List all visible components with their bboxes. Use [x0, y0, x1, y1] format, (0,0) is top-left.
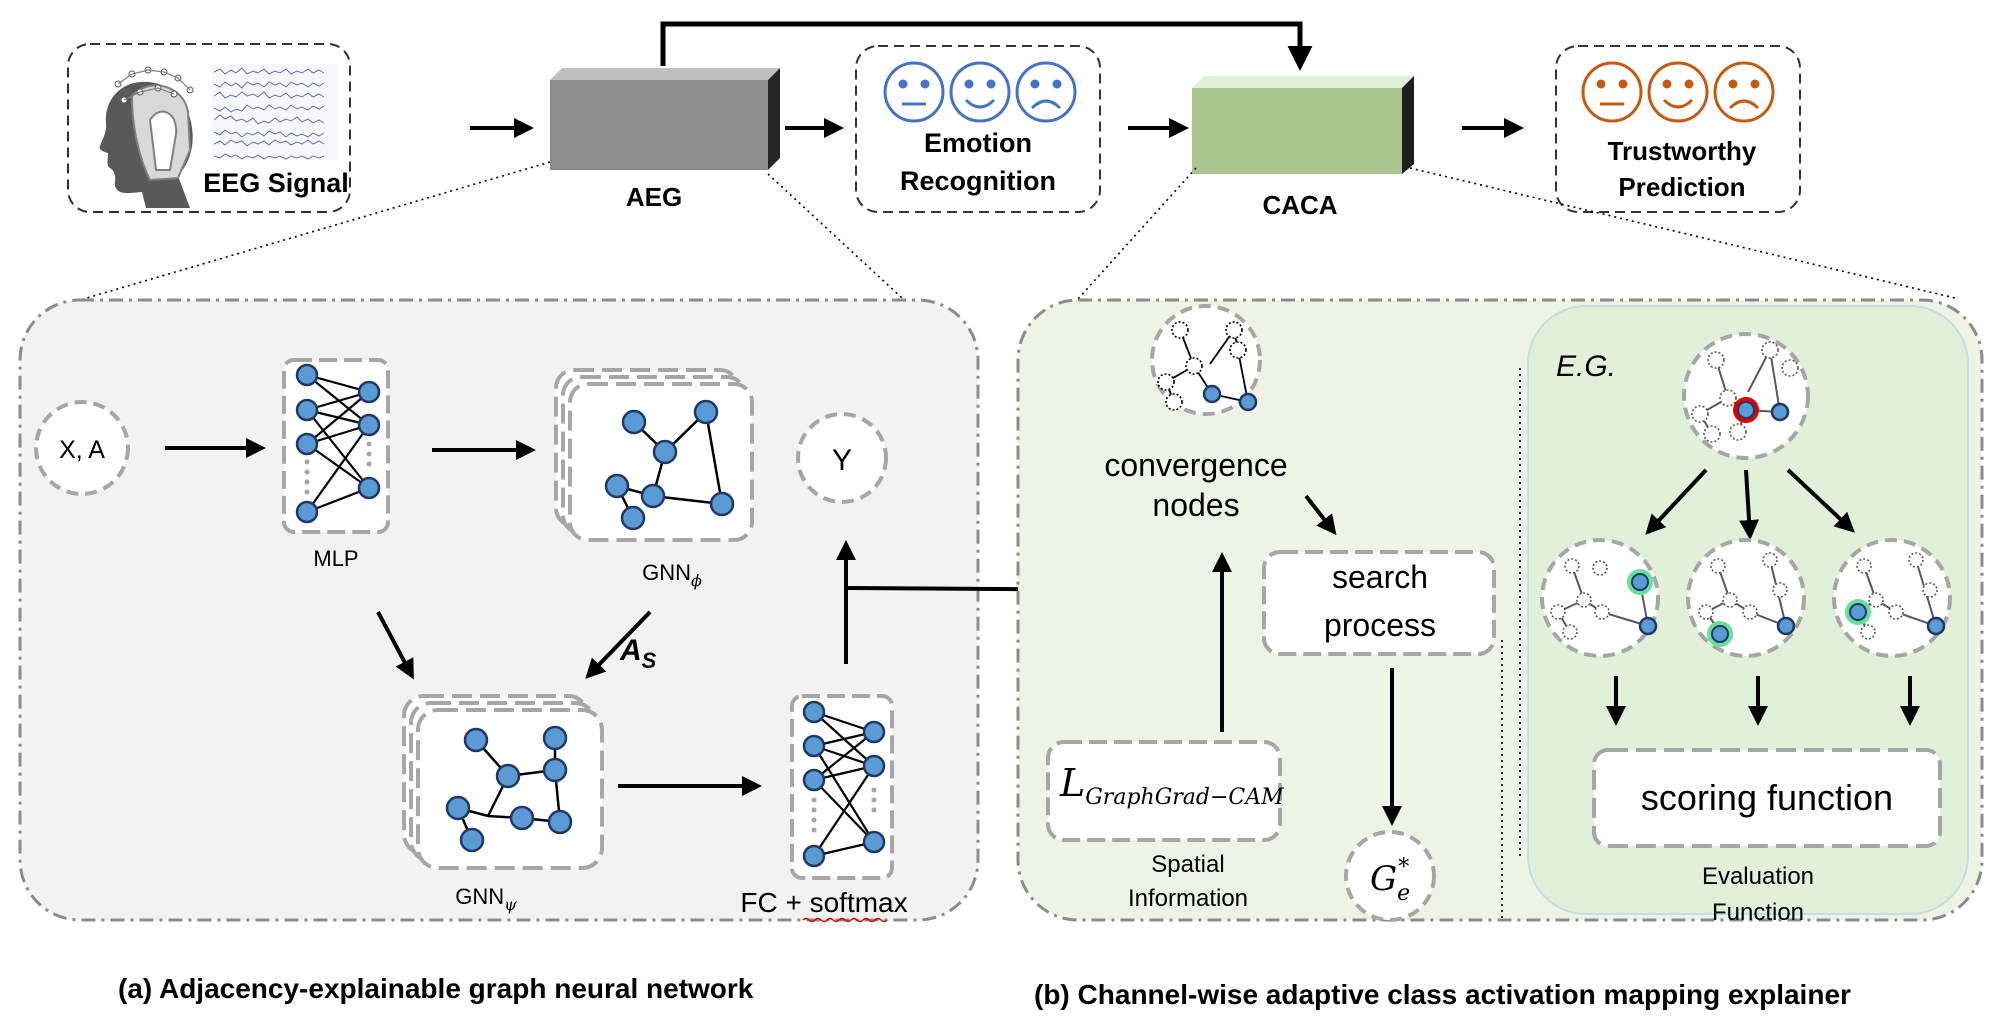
scoring-label: scoring function [1641, 777, 1893, 818]
gnn-psi-block: GNNψ [402, 694, 604, 914]
emotion-label-line2: Recognition [900, 166, 1056, 196]
output-node-y: Y [796, 412, 888, 504]
search-process-box: search process [1262, 550, 1496, 656]
candidate-graph-2 [1686, 538, 1806, 658]
aeg-label: AEG [626, 182, 682, 212]
arrow-example-middle [1739, 469, 1760, 540]
trust-label-line1: Trustworthy [1608, 136, 1757, 166]
emotion-label-line1: Emotion [924, 128, 1032, 158]
eeg-signal-label: EEG Signal [203, 168, 349, 198]
gnn-phi-block: GNNϕ [554, 368, 754, 590]
spatial-label-line2: Information [1128, 885, 1248, 912]
gnn-phi-label: GNNϕ [642, 560, 702, 590]
fc-softmax-block: FC + softmax [740, 694, 908, 923]
mlp-label: MLP [313, 546, 358, 571]
convergence-nodes-graph [1150, 304, 1262, 416]
arrow-aeg-to-caca [660, 21, 1313, 71]
arrow-example-right [1786, 468, 1855, 533]
trust-label-line2: Prediction [1618, 172, 1745, 202]
eeg-head-icon [99, 66, 194, 208]
evaluation-label-line1: Evaluation [1702, 863, 1814, 890]
caca-block: CACA [1192, 76, 1414, 220]
caption-a: (a) Adjacency-explainable graph neural n… [118, 973, 754, 1004]
input-label: X, A [59, 436, 105, 464]
input-node-xa: X, A [34, 400, 130, 496]
neutral-face-icon [883, 61, 945, 123]
evaluation-label-line2: Function [1712, 899, 1804, 926]
spellcheck-underline [802, 917, 888, 923]
adjacency-as-label: AS [619, 634, 657, 673]
aeg-block: AEG [550, 68, 780, 212]
loss-label: LGraphGrad−CAM [1059, 761, 1284, 810]
caca-label: CACA [1262, 190, 1337, 220]
loss-gradcam-box: LGraphGrad−CAM [1046, 740, 1284, 842]
eeg-waveform-icon [212, 64, 338, 160]
eg-label: E.G. [1556, 350, 1616, 383]
trustworthy-prediction-box: Trustworthy Prediction [1555, 45, 1801, 213]
scoring-function-box: scoring function [1592, 748, 1942, 848]
search-label-line2: process [1324, 607, 1436, 643]
explanation-ge-node: Ge* [1344, 830, 1436, 922]
sad-face-icon [1713, 61, 1775, 123]
convergence-label-line1: convergence [1104, 447, 1287, 483]
happy-face-icon [1647, 61, 1709, 123]
eeg-signal-box: EEG Signal [67, 43, 351, 213]
ge-label: Ge* [1370, 855, 1410, 906]
arrow-convergence-to-search [1304, 494, 1337, 536]
arrow-gnn-phi-to-gnn-psi [585, 610, 652, 679]
arrow-mlp-to-gnn-psi [376, 611, 414, 680]
spatial-label-line1: Spatial [1151, 851, 1224, 878]
gnn-psi-label: GNNψ [455, 884, 517, 914]
happy-face-icon [949, 61, 1011, 123]
fc-softmax-label: FC + softmax [740, 887, 907, 918]
candidate-graph-1 [1540, 538, 1660, 658]
example-graph-top [1682, 332, 1810, 460]
mlp-block: MLP [282, 358, 390, 571]
convergence-label-line2: nodes [1152, 487, 1239, 523]
sad-face-icon [1015, 61, 1077, 123]
emotion-recognition-box: Emotion Recognition [855, 45, 1101, 213]
caption-b: (b) Channel-wise adaptive class activati… [1034, 979, 1851, 1010]
arrow-example-left [1645, 468, 1708, 535]
output-label: Y [832, 444, 852, 477]
neutral-face-icon [1581, 61, 1643, 123]
candidate-graph-3 [1832, 538, 1952, 658]
search-label-line1: search [1332, 559, 1428, 595]
